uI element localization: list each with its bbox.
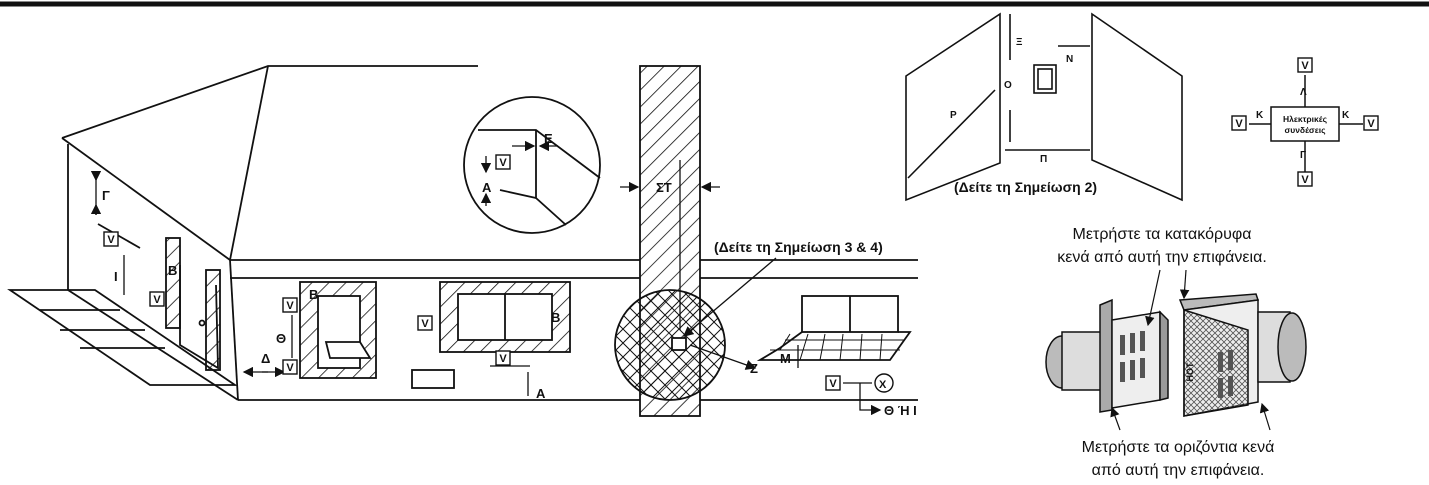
note-2: (Δείτε τη Σημείωση 2) xyxy=(954,179,1097,195)
svg-text:V: V xyxy=(107,234,115,246)
label-lambda: Λ xyxy=(1300,87,1307,98)
label-st: ΣT xyxy=(656,180,672,195)
detail-circle xyxy=(463,96,601,234)
label-n: N xyxy=(1066,54,1073,65)
label-o: O xyxy=(1004,80,1012,91)
label-z: Z xyxy=(750,361,758,376)
v-markers xyxy=(103,57,1379,391)
label-m: M xyxy=(780,351,791,366)
svg-text:V: V xyxy=(286,300,294,312)
label-kappa-right: K xyxy=(1342,110,1350,121)
caption-horizontal-2: από αυτή την επιφάνεια. xyxy=(1092,462,1265,479)
electrical-line2: συνδέσεις xyxy=(1284,125,1326,135)
label-theta-or-iota: Θ Ή I xyxy=(884,403,917,418)
label-delta: Δ xyxy=(261,351,270,366)
label-kappa-left: K xyxy=(1256,110,1264,121)
label-x: X xyxy=(879,379,887,391)
label-gamma-elec: Γ xyxy=(1300,150,1306,161)
label-xi: Ξ xyxy=(1016,37,1023,48)
svg-text:V: V xyxy=(153,294,161,306)
label-pi: Π xyxy=(1040,154,1047,165)
vent-unit-left xyxy=(1045,298,1169,413)
captions: Μετρήστε τα κατακόρυφα κενά από αυτή την… xyxy=(1057,226,1274,479)
corner-labels: Ξ N O P Π xyxy=(950,37,1073,165)
label-e: E xyxy=(544,131,553,146)
svg-text:V: V xyxy=(421,318,429,330)
x-marker-circle xyxy=(874,373,894,393)
label-a-detail: A xyxy=(482,180,492,195)
dimension-labels: E A ΣT Γ I B B B Θ Δ A M Z X Θ Ή I xyxy=(102,131,917,418)
svg-text:V: V xyxy=(499,157,507,169)
label-b-win2: B xyxy=(551,310,560,325)
caption-horizontal-1: Μετρήστε τα οριζόντια κενά xyxy=(1082,439,1275,456)
svg-text:V: V xyxy=(829,378,837,390)
svg-text:V: V xyxy=(1301,174,1309,186)
notes: (Δείτε τη Σημείωση 2) (Δείτε τη Σημείωση… xyxy=(714,179,1097,255)
svg-text:V: V xyxy=(1301,60,1309,72)
svg-text:V: V xyxy=(499,353,507,365)
vent-unit-right xyxy=(1178,293,1307,417)
corner-wall-diagram xyxy=(905,12,1183,202)
chimney xyxy=(614,65,726,417)
label-iota: I xyxy=(114,269,118,284)
house-illustration xyxy=(7,65,918,401)
label-gamma: Γ xyxy=(102,188,110,203)
caption-vertical-1: Μετρήστε τα κατακόρυφα xyxy=(1073,226,1252,243)
svg-text:V: V xyxy=(286,362,294,374)
hot-label: HOT xyxy=(1185,362,1195,382)
dimension-lines xyxy=(90,140,882,416)
label-theta: Θ xyxy=(276,331,286,346)
v-labels: V V V V V V V V V V V V xyxy=(107,60,1375,390)
electrical-labels: Λ K K Γ Ηλεκτρικές συνδέσεις xyxy=(1256,87,1350,161)
electrical-line1: Ηλεκτρικές xyxy=(1283,114,1328,124)
label-b-door: B xyxy=(168,263,177,278)
svg-text:V: V xyxy=(1235,118,1243,130)
caption-vertical-2: κενά από αυτή την επιφάνεια. xyxy=(1057,249,1267,266)
caption-leaders xyxy=(1110,269,1271,431)
label-rho: P xyxy=(950,110,957,121)
electrical-diagram xyxy=(1249,75,1363,172)
label-a-front: A xyxy=(536,386,546,401)
label-b-win1: B xyxy=(309,287,318,302)
svg-text:V: V xyxy=(1367,118,1375,130)
note-3-4: (Δείτε τη Σημείωση 3 & 4) xyxy=(714,239,883,255)
